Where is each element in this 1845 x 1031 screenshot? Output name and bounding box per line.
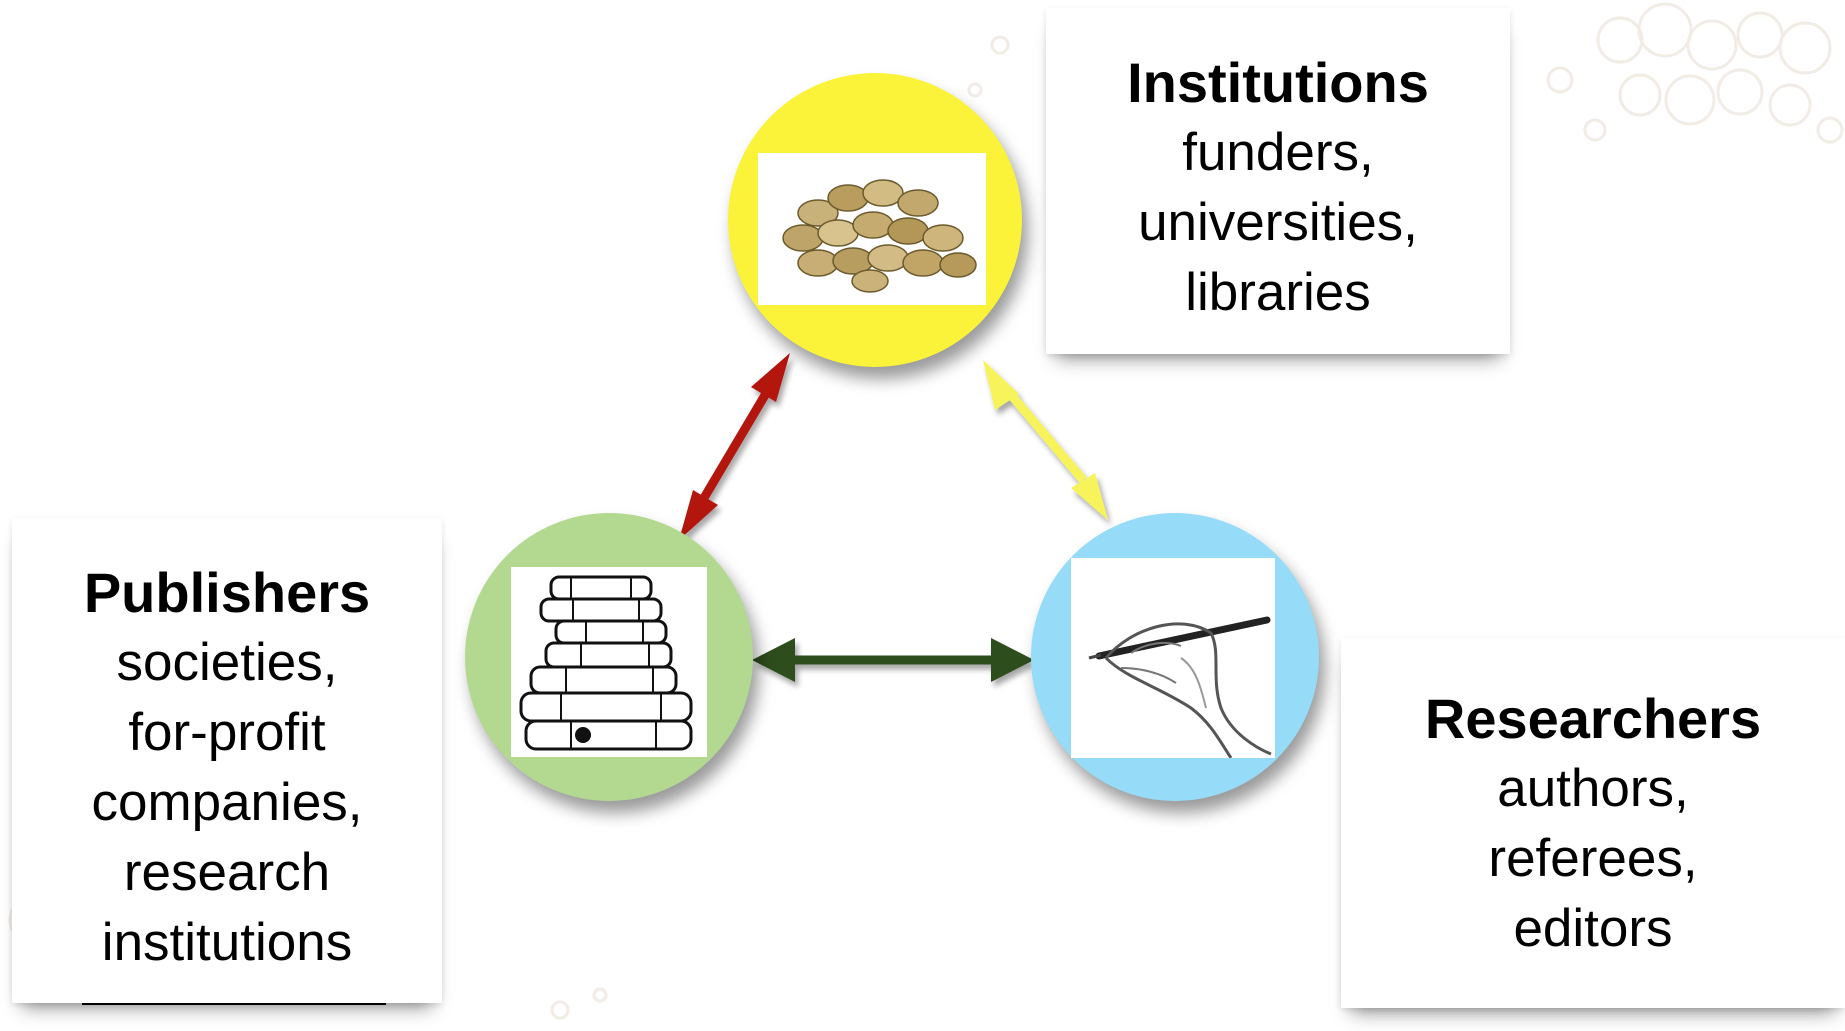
researchers-line: editors xyxy=(1513,899,1673,958)
publishers-title: Publishers xyxy=(83,561,371,624)
publishers-line: research xyxy=(123,843,331,902)
researchers-node xyxy=(1031,513,1319,801)
publishers-line: institutions xyxy=(101,913,353,972)
publishers-line: societies, xyxy=(116,633,338,692)
coins-icon xyxy=(758,153,986,305)
writing-hand-icon xyxy=(1071,558,1275,758)
institutions-line: funders, xyxy=(1182,123,1374,182)
institutions-title: Institutions xyxy=(1127,51,1429,114)
publishers-line: for-profit xyxy=(128,703,326,762)
publishers-line: companies, xyxy=(91,773,363,832)
publishers-card: Publishers societies, for-profit compani… xyxy=(12,518,442,1003)
researchers-title: Researchers xyxy=(1424,687,1762,750)
researchers-line: authors, xyxy=(1497,759,1689,818)
institutions-node xyxy=(728,73,1022,367)
publishers-underline xyxy=(82,1003,386,1005)
institutions-line: universities, xyxy=(1138,193,1418,252)
institutions-card: Institutions funders, universities, libr… xyxy=(1046,8,1510,354)
institutions-line: libraries xyxy=(1185,263,1371,322)
books-icon xyxy=(511,567,707,757)
researchers-card: Researchers authors, referees, editors xyxy=(1341,638,1845,1008)
researchers-line: referees, xyxy=(1488,829,1698,888)
publishers-node xyxy=(465,513,753,801)
